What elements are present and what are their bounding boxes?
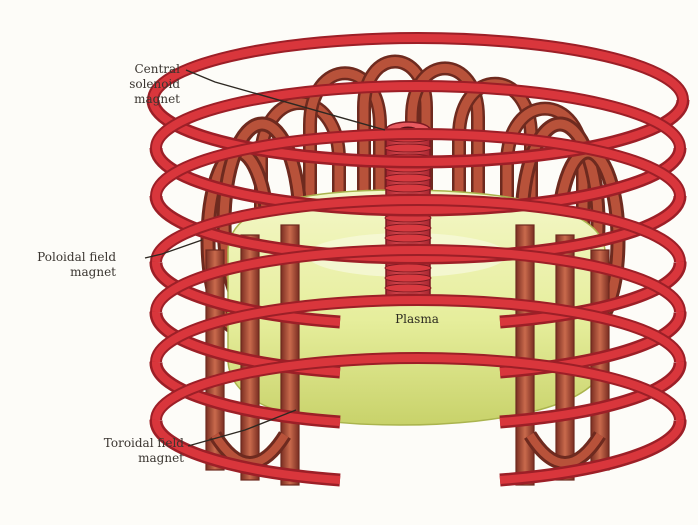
poloidal-field-magnet-label: Poloidal field magnet xyxy=(20,250,116,280)
solenoid-winding xyxy=(385,284,431,292)
solenoid-winding xyxy=(385,184,431,192)
central-solenoid-label: Central solenoid magnet xyxy=(96,62,180,107)
solenoid-winding xyxy=(385,234,431,242)
solenoid-winding xyxy=(385,144,431,152)
solenoid-winding xyxy=(385,264,431,272)
solenoid-winding xyxy=(385,274,431,282)
toroidal-field-magnet-label: Toroidal field magnet xyxy=(30,436,184,466)
solenoid-winding xyxy=(385,224,431,232)
plasma-label: Plasma xyxy=(382,312,452,327)
solenoid-winding xyxy=(385,174,431,182)
